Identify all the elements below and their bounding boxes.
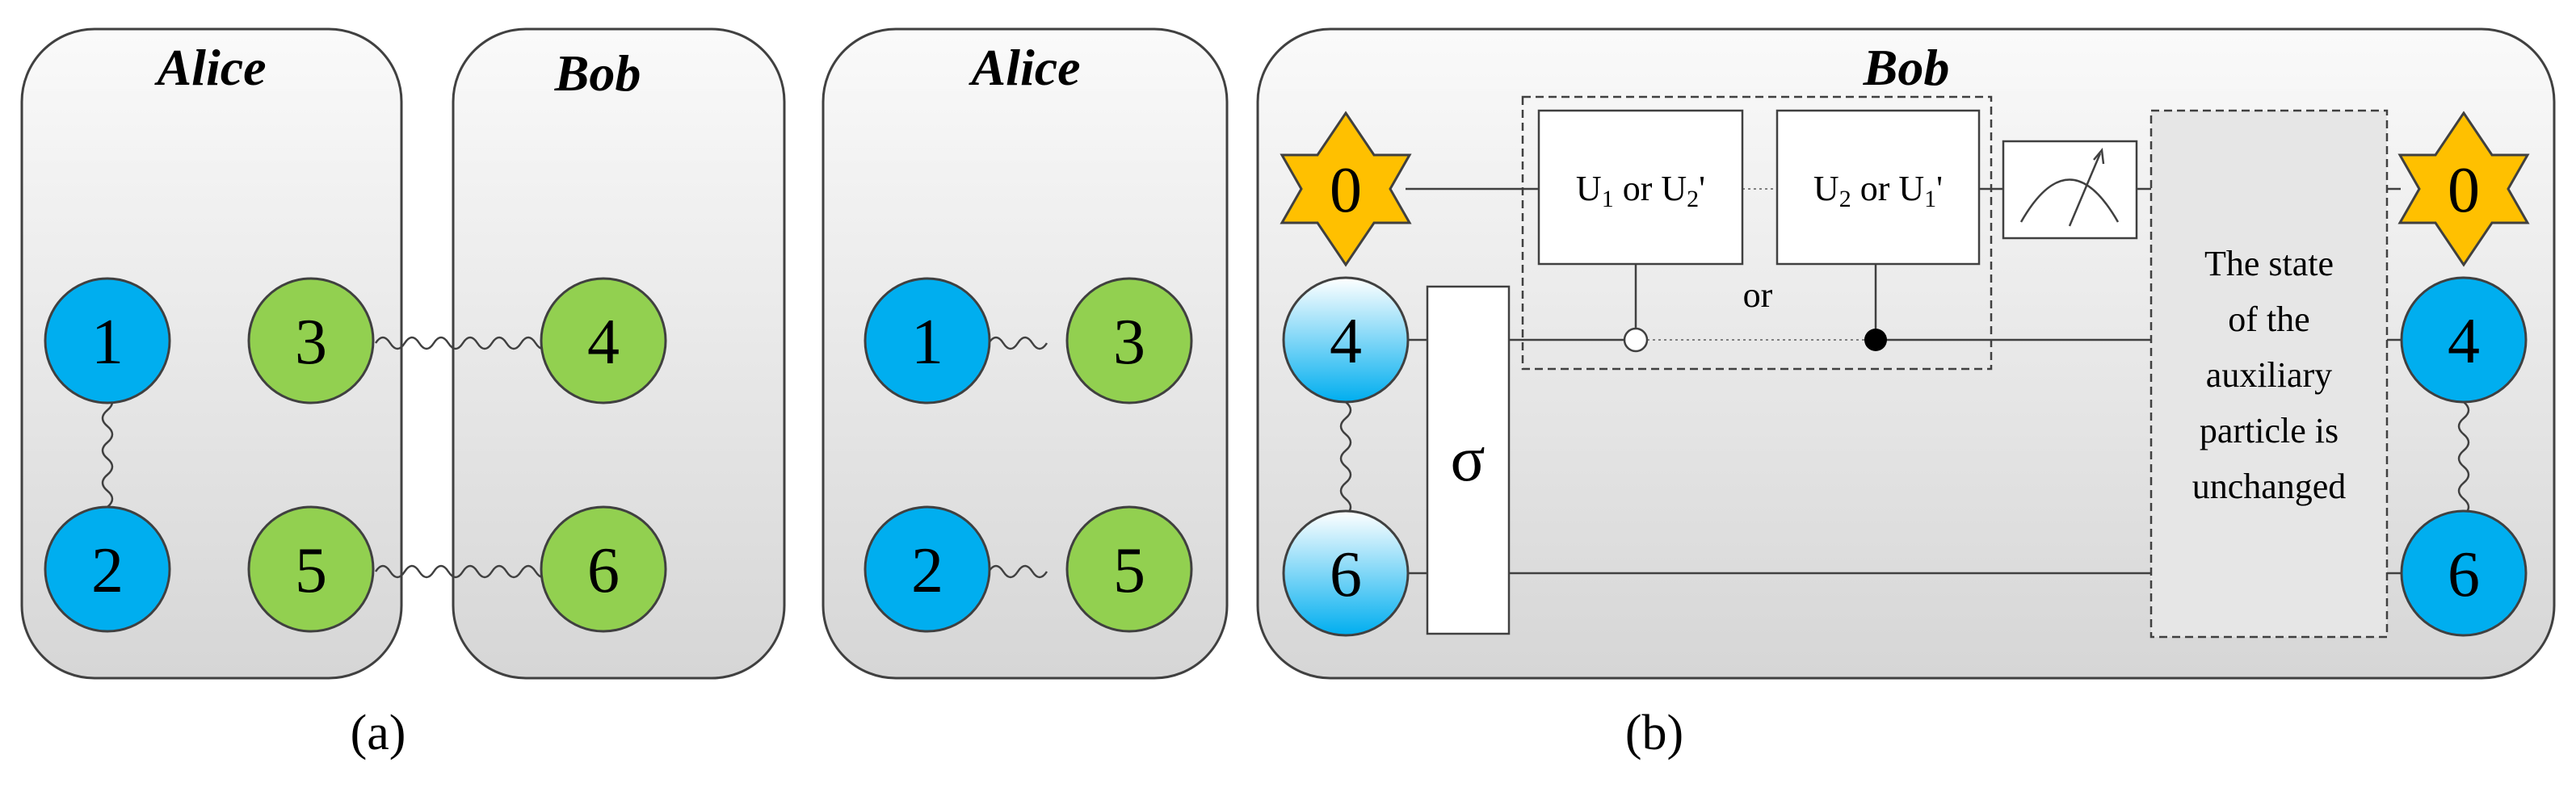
svg-text:4: 4 <box>587 307 620 378</box>
caption-b: (b) <box>1625 706 1683 760</box>
aux-star-in: 0 <box>1280 111 1412 267</box>
qubit-6-out: 6 <box>2400 509 2528 637</box>
svg-text:6: 6 <box>2448 539 2480 610</box>
svg-text:U2 or U1': U2 or U1' <box>1813 169 1943 212</box>
svg-text:2: 2 <box>91 535 124 606</box>
unchanged-state-box: The state of the auxiliary particle is u… <box>2149 109 2389 639</box>
svg-text:1: 1 <box>91 307 124 378</box>
qubit-1-a: 1 <box>44 277 171 404</box>
qubit-2-a: 2 <box>44 505 171 633</box>
qubit-3-a: 3 <box>247 277 375 404</box>
qubit-6-a: 6 <box>540 505 667 633</box>
svg-text:6: 6 <box>1330 539 1362 610</box>
alice-title-b: Alice <box>968 39 1080 96</box>
alice-title-a: Alice <box>153 39 266 96</box>
qubit-3-b: 3 <box>1065 277 1193 404</box>
qubit-5-b: 5 <box>1065 505 1193 633</box>
unchanged-line-1: The state <box>2204 244 2334 283</box>
unchanged-line-2: of the <box>2228 300 2309 339</box>
caption-a: (a) <box>351 706 406 760</box>
svg-text:4: 4 <box>1330 306 1362 377</box>
open-control-dot <box>1623 327 1649 353</box>
svg-text:2: 2 <box>911 535 943 606</box>
svg-text:1: 1 <box>911 307 943 378</box>
controlled-gate-group <box>1521 95 1993 371</box>
svg-text:3: 3 <box>1113 307 1145 378</box>
entanglement-link-1-3-b <box>987 336 1048 350</box>
qubit-4-in: 4 <box>1282 276 1410 404</box>
svg-text:5: 5 <box>295 535 327 606</box>
svg-text:σ: σ <box>1450 424 1485 495</box>
svg-text:U1 or U2': U1 or U2' <box>1576 169 1705 212</box>
qubit-4-a: 4 <box>540 277 667 404</box>
qubit-4-out: 4 <box>2400 276 2528 404</box>
unchanged-line-3: auxiliary <box>2206 355 2332 395</box>
entanglement-link-2-5-b <box>987 564 1048 579</box>
entanglement-link-1-2 <box>101 393 114 508</box>
svg-text:0: 0 <box>1330 155 1362 226</box>
entanglement-link-5-6 <box>374 564 552 579</box>
svg-text:3: 3 <box>295 307 327 378</box>
svg-text:4: 4 <box>2448 306 2480 377</box>
qubit-2-b: 2 <box>864 505 991 633</box>
unchanged-line-4: particle is <box>2200 411 2339 450</box>
entanglement-link-3-4 <box>374 336 552 350</box>
aux-star-out: 0 <box>2397 111 2530 267</box>
qubit-1-b: 1 <box>864 277 991 404</box>
bob-title-a: Bob <box>554 44 641 102</box>
qubit-6-in: 6 <box>1282 509 1410 637</box>
unchanged-line-5: unchanged <box>2192 467 2347 506</box>
svg-text:6: 6 <box>587 535 620 606</box>
svg-text:0: 0 <box>2448 155 2480 226</box>
gate-u2-or-u1prime: U2 or U1' <box>1775 109 1981 266</box>
svg-text:5: 5 <box>1113 535 1145 606</box>
qubit-5-a: 5 <box>247 505 375 633</box>
gate-u1-or-u2prime: U1 or U2' <box>1537 109 1744 266</box>
bob-title-b: Bob <box>1863 39 1950 96</box>
or-label: or <box>1743 275 1773 315</box>
measurement-meter-icon <box>2002 140 2138 240</box>
filled-control-dot <box>1864 329 1887 351</box>
sigma-operation-box: σ <box>1426 285 1511 635</box>
